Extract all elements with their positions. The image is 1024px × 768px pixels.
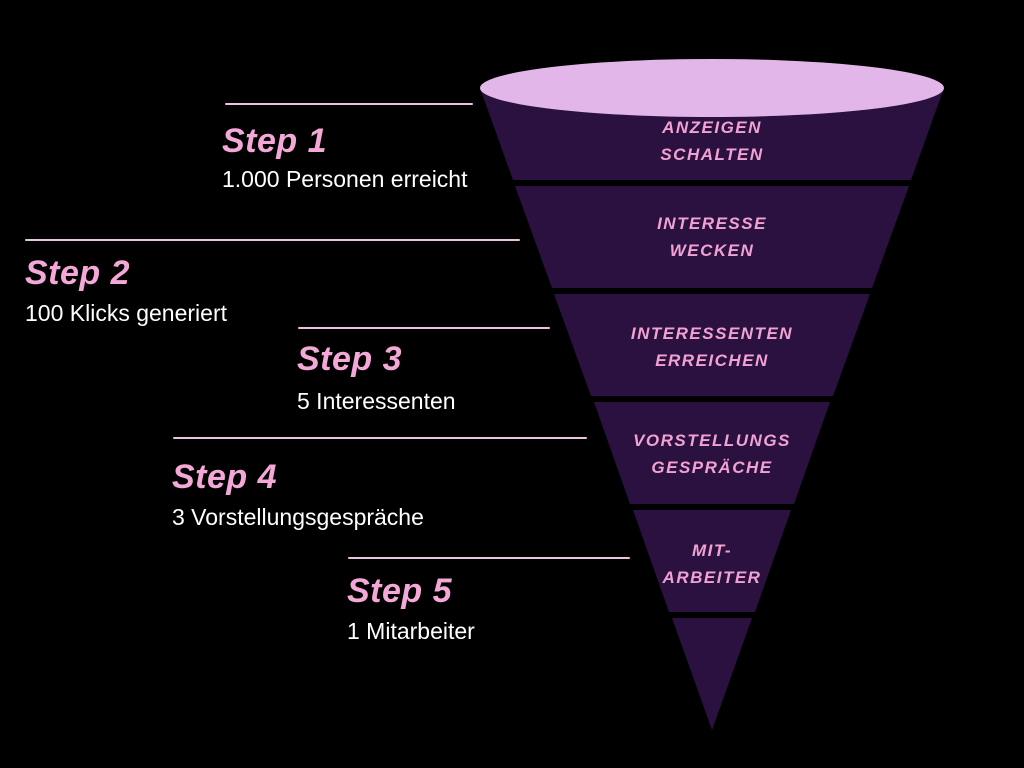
- funnel-label-line: ERREICHEN: [655, 351, 769, 370]
- funnel-segment-label-1: ANZEIGEN SCHALTEN: [552, 114, 872, 168]
- funnel-label-line: VORSTELLUNGS: [633, 431, 791, 450]
- funnel-segment-5: [633, 510, 791, 612]
- funnel-tip: [672, 618, 752, 730]
- funnel-segment-label-2: INTERESSE WECKEN: [552, 210, 872, 264]
- step-4-detail: 3 Vorstellungsgespräche: [172, 504, 424, 530]
- funnel-label-line: GESPRÄCHE: [651, 458, 773, 477]
- step-3-connector-line: [298, 327, 550, 329]
- funnel-label-line: ARBEITER: [662, 568, 762, 587]
- funnel-label-line: MIT-: [692, 541, 732, 560]
- step-5-title: Step 5: [347, 572, 453, 610]
- funnel-segment-2: [515, 186, 909, 288]
- funnel-label-line: INTERESSENTEN: [630, 324, 794, 343]
- step-4-connector-line: [173, 437, 587, 439]
- funnel-mouth-ellipse: [480, 59, 944, 117]
- step-2-detail: 100 Klicks generiert: [25, 300, 227, 326]
- funnel-segment-3: [554, 294, 870, 396]
- step-4-title: Step 4: [172, 458, 278, 496]
- step-3-title: Step 3: [297, 340, 403, 378]
- step-1-detail: 1.000 Personen erreicht: [222, 166, 468, 192]
- funnel-label-line: SCHALTEN: [660, 145, 764, 164]
- funnel-segment-4: [594, 402, 830, 504]
- step-1-connector-line: [225, 103, 473, 105]
- step-3-detail: 5 Interessenten: [297, 388, 456, 414]
- step-5-detail: 1 Mitarbeiter: [347, 618, 475, 644]
- funnel-label-line: INTERESSE: [657, 214, 767, 233]
- funnel-segment-label-3: INTERESSENTEN ERREICHEN: [552, 320, 872, 374]
- step-2-title: Step 2: [25, 254, 131, 292]
- funnel-segment-label-4: VORSTELLUNGS GESPRÄCHE: [552, 427, 872, 481]
- funnel-segment-label-5: MIT- ARBEITER: [552, 537, 872, 591]
- step-1-title: Step 1: [222, 122, 328, 160]
- step-2-connector-line: [25, 239, 520, 241]
- step-5-connector-line: [348, 557, 630, 559]
- funnel-label-line: WECKEN: [669, 241, 755, 260]
- funnel-label-line: ANZEIGEN: [662, 118, 762, 137]
